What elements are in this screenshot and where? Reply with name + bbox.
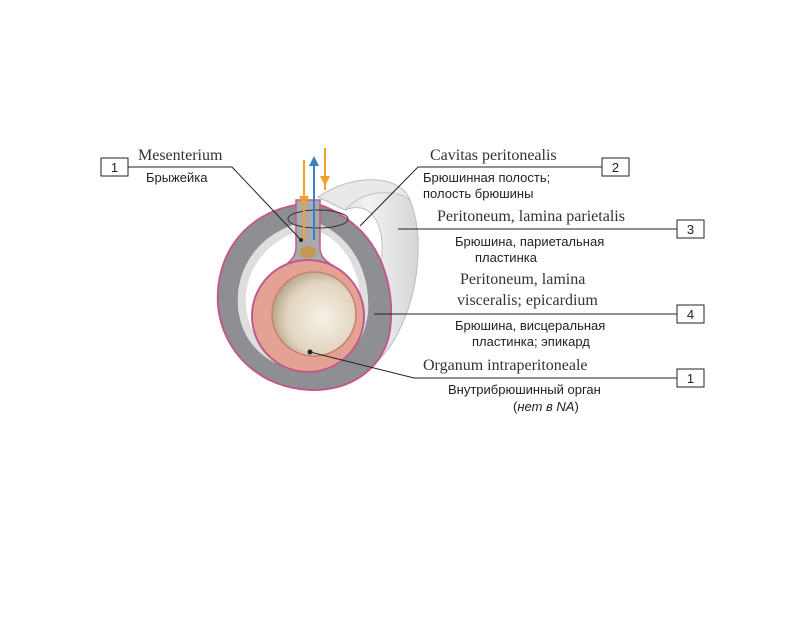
mesenterium-latin: Mesenterium <box>138 147 223 164</box>
label-number: 1 <box>687 371 694 386</box>
artery-arrow-right <box>320 176 330 186</box>
label-number: 2 <box>612 160 619 175</box>
visceralis-latin-1: Peritoneum, lamina <box>460 271 585 288</box>
cavitas-russian-1: Брюшинная полость; <box>423 170 550 185</box>
organum-note: (нет в NA) <box>513 399 579 414</box>
label-box-mesenterium: 1 <box>100 157 129 177</box>
cavitas-latin: Cavitas peritonealis <box>430 147 557 164</box>
visceralis-russian-2: пластинка; эпикард <box>472 334 590 349</box>
cavity-opening <box>287 209 349 229</box>
label-box-visceralis: 4 <box>676 304 705 324</box>
cavitas-russian-2: полость брюшины <box>423 186 533 201</box>
artery-arrow-left <box>299 196 309 206</box>
label-box-parietalis: 3 <box>676 219 705 239</box>
label-number: 3 <box>687 222 694 237</box>
label-box-cavitas: 2 <box>601 157 630 177</box>
parietalis-russian-2: пластинка <box>475 250 538 265</box>
leader-mesenterium-dot <box>299 238 303 242</box>
vein-arrow <box>309 156 319 166</box>
mesenterium-russian: Брыжейка <box>146 170 208 185</box>
mesentery-fat <box>300 246 316 258</box>
parietal-membrane <box>216 204 393 392</box>
label-number: 1 <box>111 160 118 175</box>
leader-mesenterium <box>128 166 302 241</box>
parietalis-latin: Peritoneum, lamina parietalis <box>437 208 625 225</box>
organ-lumen <box>271 271 357 357</box>
visceralis-latin-2: visceralis; epicardium <box>457 292 598 309</box>
parietalis-russian-1: Брюшина, париетальная <box>455 234 604 249</box>
leader-cavitas <box>359 166 602 227</box>
label-box-organum: 1 <box>676 368 705 388</box>
organum-russian: Внутрибрюшинный орган <box>448 382 601 397</box>
label-number: 4 <box>687 307 694 322</box>
leader-organum-dot <box>307 349 313 355</box>
parietal-wall-top <box>317 179 411 211</box>
organum-latin: Organum intraperitoneale <box>423 357 588 374</box>
visceralis-russian-1: Брюшина, висцеральная <box>455 318 605 333</box>
leader-organum <box>309 351 677 379</box>
